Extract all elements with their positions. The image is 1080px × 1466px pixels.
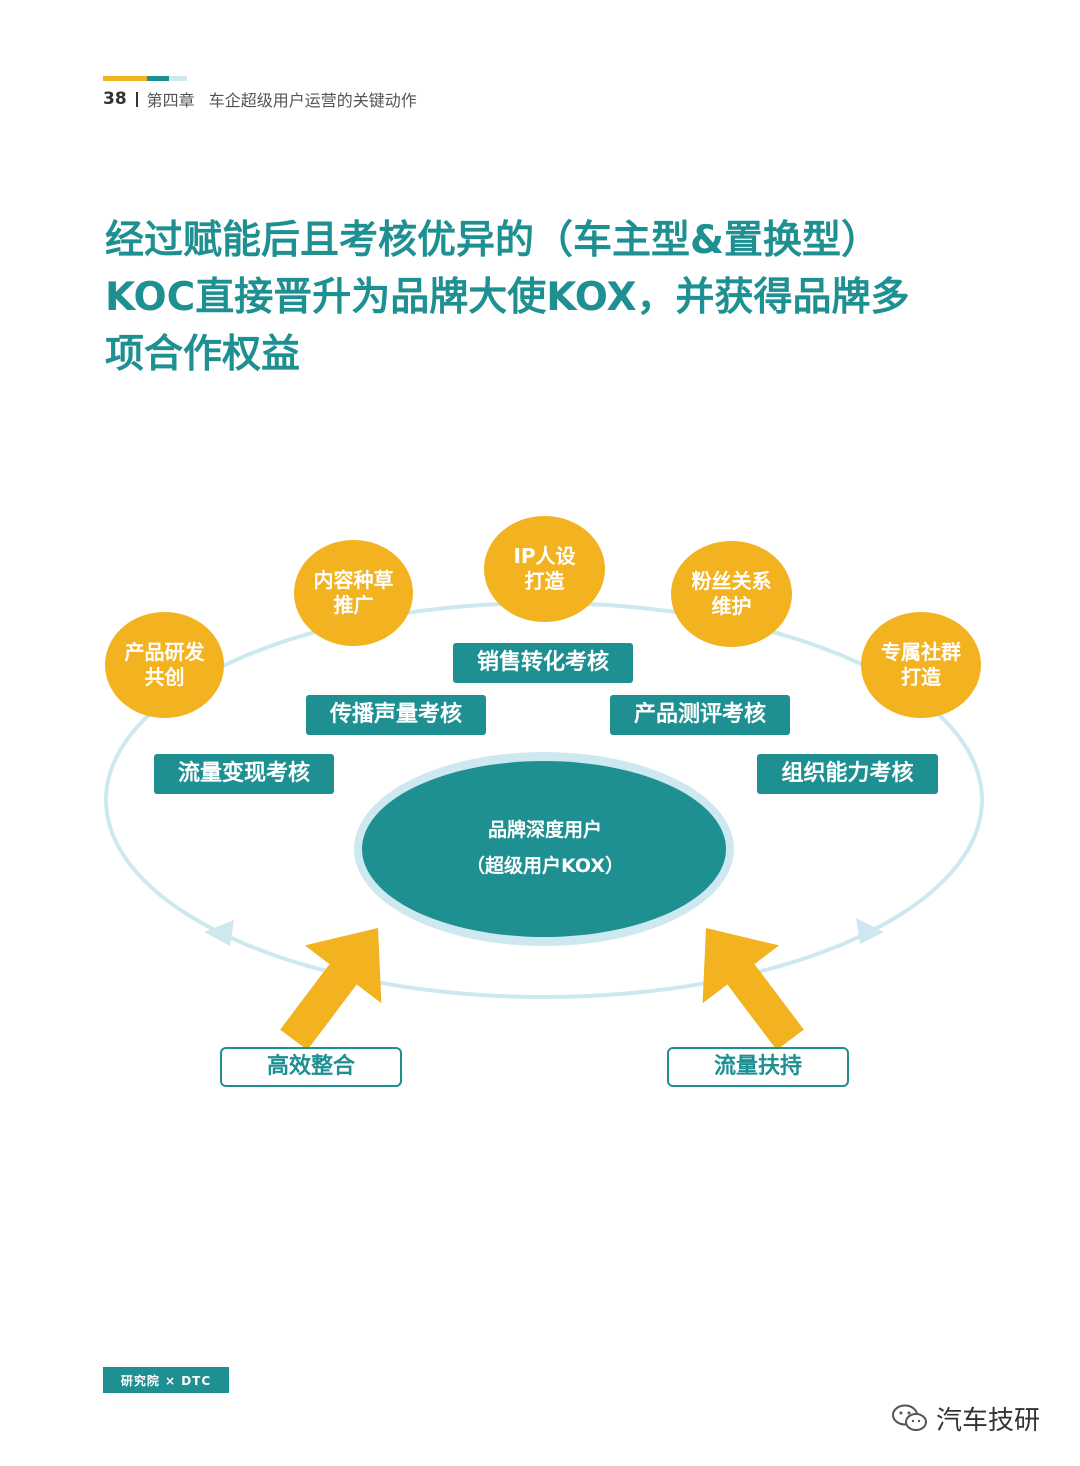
- watermark-text: 汽车技研: [936, 1405, 1041, 1436]
- arrow-up-right-icon: [280, 928, 382, 1051]
- assessment-traffic-monetization: 流量变现考核: [154, 754, 334, 794]
- chapter-label: 第四章: [146, 91, 195, 110]
- footer-logo: 研究院 × DTC: [103, 1367, 229, 1393]
- center-label-line: （超级用户KOX）: [466, 855, 624, 877]
- benefit-label: 粉丝关系: [691, 569, 772, 593]
- cycle-arrow-left-icon: [204, 920, 234, 946]
- benefit-product-cocreation: 产品研发 共创: [105, 612, 224, 718]
- title-line: 项合作权益: [105, 332, 301, 377]
- header-color-bars: [103, 76, 187, 81]
- benefit-label: 产品研发: [124, 640, 205, 664]
- benefit-label: IP人设: [513, 544, 576, 568]
- support-traffic-boost: 流量扶持: [667, 1047, 849, 1087]
- page-title: 经过赋能后且考核优异的（车主型&置换型） KOC直接晋升为品牌大使KOX，并获得…: [105, 212, 985, 383]
- arrow-up-left-icon: [702, 928, 804, 1051]
- benefit-content-promotion: 内容种草 推广: [294, 540, 413, 646]
- assessment-communication-volume: 传播声量考核: [306, 695, 486, 735]
- benefit-label: 打造: [524, 569, 565, 593]
- benefit-label: 推广: [333, 593, 374, 617]
- cycle-arrow-right-icon: [856, 918, 884, 944]
- wechat-icon: [892, 1404, 927, 1431]
- title-line: KOC直接晋升为品牌大使KOX，并获得品牌多: [105, 275, 910, 320]
- watermark: 汽车技研: [890, 1398, 1040, 1438]
- benefit-label: 维护: [711, 594, 752, 618]
- title-line: 经过赋能后且考核优异的（车主型&置换型）: [105, 218, 881, 263]
- assessment-sales-conversion: 销售转化考核: [453, 643, 633, 683]
- center-label-line: 品牌深度用户: [487, 819, 602, 841]
- benefit-label: 打造: [901, 665, 941, 689]
- benefit-fan-relations: 粉丝关系 维护: [671, 541, 792, 647]
- section-label: 车企超级用户运营的关键动作: [208, 91, 417, 110]
- center-label: 品牌深度用户 （超级用户KOX）: [380, 812, 710, 884]
- benefit-ip-persona: IP人设 打造: [484, 516, 605, 622]
- header-separator: [135, 91, 138, 107]
- running-header: 38 第四章 车企超级用户运营的关键动作: [103, 86, 417, 112]
- page-number: 38: [103, 89, 127, 109]
- benefit-label: 专属社群: [881, 640, 961, 664]
- benefit-exclusive-community: 专属社群 打造: [861, 612, 981, 718]
- center-ellipse: [362, 761, 726, 937]
- support-efficient-integration: 高效整合: [220, 1047, 402, 1087]
- assessment-organization-capability: 组织能力考核: [757, 754, 938, 794]
- assessment-product-review: 产品测评考核: [610, 695, 790, 735]
- benefit-label: 共创: [144, 665, 185, 689]
- benefit-label: 内容种草: [313, 568, 394, 592]
